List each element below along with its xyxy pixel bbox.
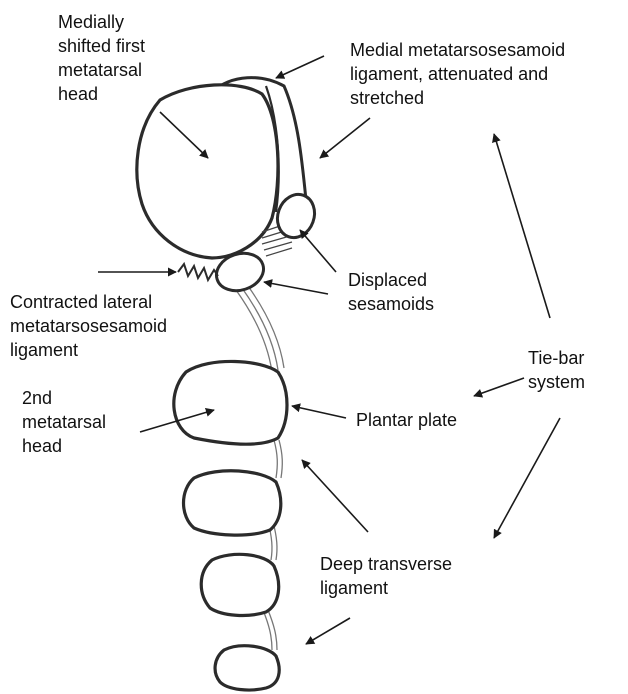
second-metatarsal-head <box>174 361 287 444</box>
arrow-deep-ligament-upper <box>302 460 368 532</box>
third-metatarsal-head <box>184 471 281 535</box>
arrow-plantar-plate <box>292 406 346 418</box>
label-first-metatarsal-head: Medially shifted first metatarsal head <box>58 10 145 106</box>
fifth-metatarsal-head <box>215 646 279 690</box>
label-displaced-sesamoids: Displaced sesamoids <box>348 268 434 316</box>
arrow-medial-ligament-side <box>320 118 370 158</box>
first-metatarsal-head <box>137 85 278 258</box>
arrow-sesamoid-medial <box>300 230 336 272</box>
arrow-sesamoid-lateral <box>264 282 328 294</box>
arrow-tie-bar-down <box>494 418 560 538</box>
medial-sesamoid <box>272 189 321 243</box>
fourth-metatarsal-head <box>201 554 278 615</box>
label-medial-ligament: Medial metatarsosesamoid ligament, atten… <box>350 38 565 110</box>
contracted-lateral-ligament-zigzag <box>178 264 218 280</box>
label-plantar-plate: Plantar plate <box>356 408 457 432</box>
label-deep-transverse-ligament: Deep transverse ligament <box>320 552 452 600</box>
label-second-metatarsal-head: 2nd metatarsal head <box>22 386 106 458</box>
label-tie-bar-system: Tie-bar system <box>528 346 585 394</box>
label-contracted-lateral-ligament: Contracted lateral metatarsosesamoid lig… <box>10 290 167 362</box>
arrow-deep-ligament-lower <box>306 618 350 644</box>
arrow-medial-ligament-top <box>276 56 324 78</box>
arrow-tie-bar-up <box>494 134 550 318</box>
arrow-tie-bar-plate <box>474 378 524 396</box>
